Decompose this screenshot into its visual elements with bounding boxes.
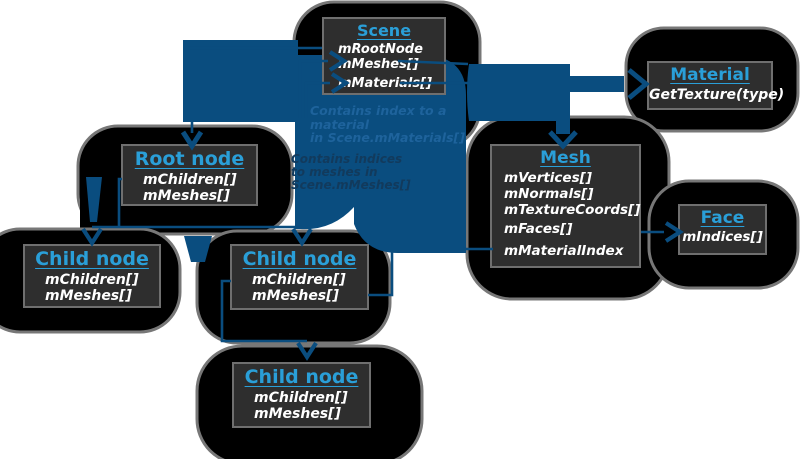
field-mchildren: mChildren[] <box>252 272 346 288</box>
meshes-annotation-line3: Scene.mMeshes[] <box>291 178 411 192</box>
field-mrootnode: mRootNode <box>338 42 423 57</box>
material-index-annotation-line2: in Scene.mMaterials[] <box>310 130 465 145</box>
material-fields: GetTexture(type) <box>649 87 785 103</box>
root-child-connector <box>80 168 104 250</box>
child2-mmeshes-line <box>368 250 394 297</box>
face-fields: mIndices[] <box>680 230 765 245</box>
root-node-title: Root node <box>134 148 245 170</box>
material-box: Material GetTexture(type) <box>647 61 785 110</box>
field-mnormals: mNormals[] <box>504 186 594 202</box>
material-index-annotation: Contains index to a material in Scene.mM… <box>310 104 480 145</box>
field-mchildren: mChildren[] <box>254 390 348 406</box>
material-index-annotation-line1: Contains index to a material <box>310 103 447 132</box>
scene-fields: mRootNode mMeshes[] mMaterials[] <box>338 42 444 91</box>
scene-mesh-arrow-shaft <box>556 117 570 134</box>
field-gettexture: GetTexture(type) <box>649 87 785 103</box>
root-child1-arrowhead-icon <box>81 227 103 247</box>
face-box: Face mIndices[] <box>678 204 767 255</box>
child-node-fields: mChildren[] mMeshes[] <box>252 272 367 304</box>
root-node-fields: mChildren[] mMeshes[] <box>143 172 256 204</box>
meshes-annotation-line2: to meshes in <box>291 165 378 179</box>
mesh-box: Mesh mVertices[] mNormals[] mTextureCoor… <box>490 144 641 268</box>
child2-child3-arrowhead-icon <box>296 341 318 361</box>
scene-title: Scene <box>356 21 412 40</box>
field-mchildren: mChildren[] <box>143 172 237 188</box>
field-mmaterialindex: mMaterialIndex <box>504 243 624 259</box>
meshes-annotation-line1: Contains indices <box>291 152 403 166</box>
meshes-annotation: Contains indices to meshes in Scene.mMes… <box>291 153 421 192</box>
field-mmaterials: mMaterials[] <box>338 76 433 91</box>
scene-material-arrowhead-icon <box>627 68 650 100</box>
child-node-box-bottom: Child node mChildren[] mMeshes[] <box>232 362 371 428</box>
center-arrow-tail <box>184 236 212 262</box>
root-child2-arrowhead-icon <box>291 227 313 247</box>
material-title: Material <box>670 65 750 85</box>
child-node-box-middle: Child node mChildren[] mMeshes[] <box>230 244 369 310</box>
child-node-title: Child node <box>242 248 357 270</box>
left-arrow-wedge <box>86 177 102 222</box>
field-mchildren: mChildren[] <box>45 272 139 288</box>
child-node-title: Child node <box>35 248 149 270</box>
field-mfaces: mFaces[] <box>504 221 573 237</box>
face-title: Face <box>700 208 745 228</box>
field-mindices: mIndices[] <box>682 229 763 245</box>
mesh-title: Mesh <box>540 148 591 168</box>
child-node-box-left: Child node mChildren[] mMeshes[] <box>23 244 161 308</box>
field-mtexturecoords: mTextureCoords[] <box>504 202 641 218</box>
child-node-title: Child node <box>244 366 359 388</box>
scene-material-arrow-shaft <box>568 76 624 92</box>
scene-box: Scene mRootNode mMeshes[] mMaterials[] <box>322 17 446 95</box>
arrow-mass-right <box>467 64 570 121</box>
field-mvertices: mVertices[] <box>504 170 592 186</box>
child-node-fields: mChildren[] mMeshes[] <box>254 390 369 422</box>
field-mmeshes: mMeshes[] <box>45 288 132 304</box>
child-node-fields: mChildren[] mMeshes[] <box>45 272 159 304</box>
field-mmeshes: mMeshes[] <box>338 57 419 72</box>
root-node-box: Root node mChildren[] mMeshes[] <box>121 144 258 206</box>
field-mmeshes: mMeshes[] <box>254 406 341 422</box>
mesh-fields: mVertices[] mNormals[] mTextureCoords[] … <box>504 170 641 259</box>
field-mmeshes: mMeshes[] <box>252 288 339 304</box>
field-mmeshes: mMeshes[] <box>143 188 230 204</box>
